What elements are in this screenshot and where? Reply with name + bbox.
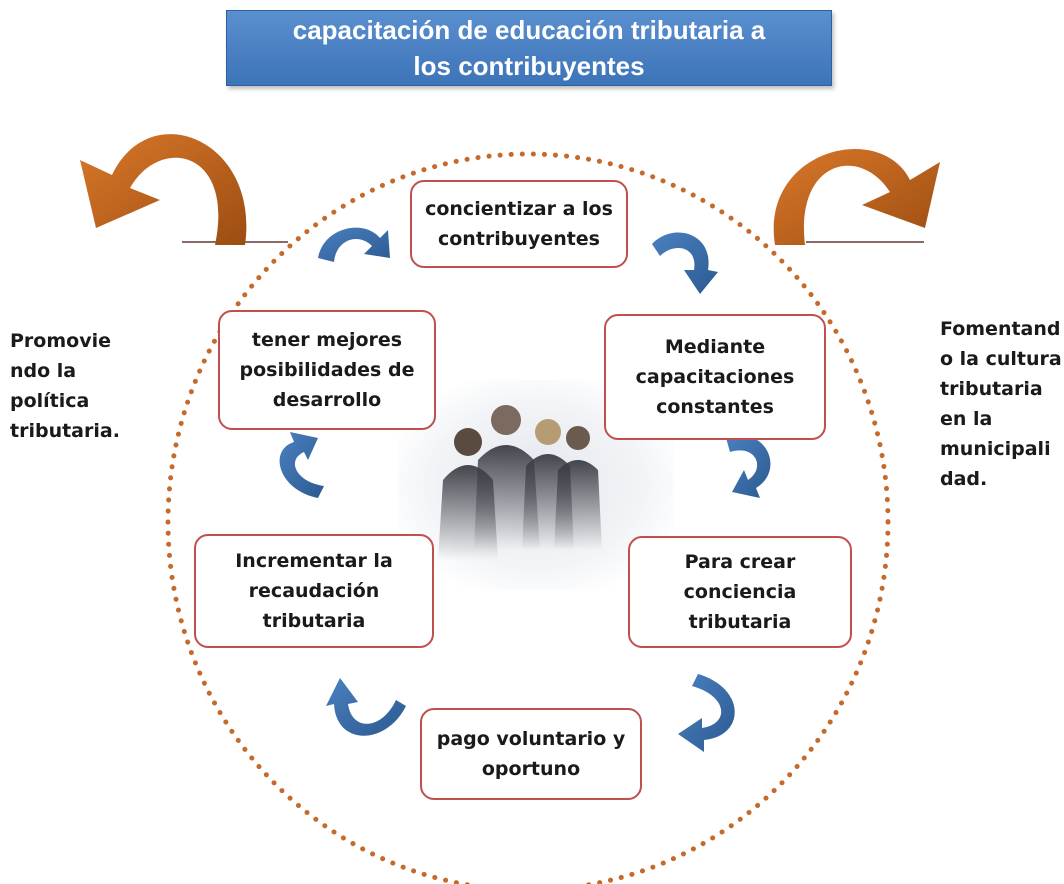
left-side-text: Promovie ndo la política tributaria. — [10, 330, 120, 442]
node-capacitaciones: Mediante capacitaciones constantes — [604, 314, 826, 440]
node-2-line-3: constantes — [656, 396, 774, 418]
node-concientizar: concientizar a los contribuyentes — [410, 180, 628, 268]
cycle-arrow-1-icon — [318, 227, 390, 262]
big-arrow-right-icon — [773, 149, 940, 245]
node-3-line-1: Para crear — [684, 551, 796, 573]
node-5-line-3: tributaria — [262, 610, 366, 632]
diagram-title: capacitación de educación tributaria a l… — [226, 10, 832, 86]
node-conciencia: Para crear conciencia tributaria — [628, 536, 852, 648]
cycle-arrow-5-icon — [326, 678, 406, 736]
node-6-line-1: tener mejores — [251, 329, 403, 351]
dotted-cycle-ring — [165, 151, 891, 884]
cycle-arrow-3-icon — [726, 435, 771, 498]
audience-silhouettes — [438, 405, 602, 560]
node-6-line-3: desarrollo — [272, 389, 382, 411]
node-desarrollo: tener mejores posibilidades de desarroll… — [218, 310, 436, 430]
title-line-1: capacitación de educación tributaria a — [292, 15, 766, 45]
node-pago: pago voluntario y oportuno — [420, 708, 642, 800]
node-5-line-1: Incrementar la — [235, 550, 393, 572]
cycle-arrow-4-icon — [678, 674, 735, 752]
node-6-line-2: posibilidades de — [239, 359, 415, 381]
node-4-line-1: pago voluntario y — [436, 728, 626, 750]
node-5-line-2: recaudación — [248, 580, 380, 602]
node-3-line-2: conciencia — [683, 581, 797, 603]
node-1-line-2: contribuyentes — [437, 228, 600, 250]
node-3-line-3: tributaria — [688, 611, 792, 633]
title-line-2: los contribuyentes — [413, 51, 645, 81]
right-side-text: Fomentand o la cultura tributaria en la … — [940, 318, 1062, 490]
node-2-line-2: capacitaciones — [635, 366, 795, 388]
node-4-line-2: oportuno — [481, 758, 581, 780]
big-arrow-left-icon — [80, 134, 247, 245]
cycle-arrow-2-icon — [652, 232, 718, 294]
node-2-line-1: Mediante — [664, 336, 766, 358]
cycle-arrow-6-icon — [279, 432, 324, 498]
node-1-line-1: concientizar a los — [425, 198, 613, 220]
node-recaudacion: Incrementar la recaudación tributaria — [194, 534, 434, 648]
